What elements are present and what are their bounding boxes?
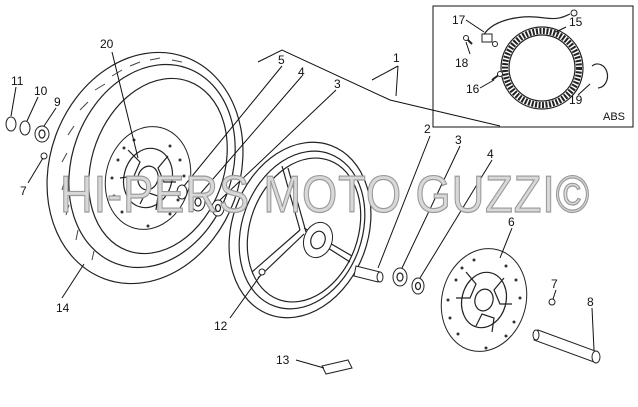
spacer-2 bbox=[353, 265, 384, 283]
nut-11 bbox=[5, 116, 17, 132]
callout-1: 1 bbox=[393, 51, 400, 65]
seal-right-4 bbox=[411, 277, 425, 295]
rim bbox=[228, 141, 372, 319]
callout-8: 8 bbox=[587, 295, 594, 309]
callout-3-left: 3 bbox=[334, 77, 341, 91]
leader-lines bbox=[10, 49, 595, 369]
callout-5: 5 bbox=[278, 53, 285, 67]
tag-13 bbox=[321, 359, 353, 375]
callout-4-right: 4 bbox=[487, 147, 494, 161]
callout-6: 6 bbox=[508, 215, 515, 229]
seal-left-4 bbox=[211, 199, 225, 217]
callout-14: 14 bbox=[56, 301, 70, 315]
callout-12: 12 bbox=[214, 319, 228, 333]
wheel-axle-8 bbox=[532, 329, 601, 364]
callout-4-left: 4 bbox=[298, 65, 305, 79]
valve-12 bbox=[258, 268, 266, 276]
screw-7-right bbox=[548, 298, 556, 306]
brake-disc-right bbox=[440, 248, 528, 352]
abs-sensor bbox=[481, 9, 578, 47]
spacer-9 bbox=[34, 125, 50, 143]
callout-11: 11 bbox=[11, 74, 24, 88]
abs-screw-bottom bbox=[491, 71, 503, 81]
callout-3-right: 3 bbox=[455, 133, 462, 147]
callout-2: 2 bbox=[424, 122, 431, 136]
callout-7-left: 7 bbox=[20, 184, 27, 198]
callout-17: 17 bbox=[452, 13, 466, 27]
abs-label: ABS bbox=[603, 111, 625, 123]
abs-screw-top bbox=[463, 35, 473, 45]
callout-15: 15 bbox=[569, 15, 583, 29]
brake-disc-left bbox=[104, 126, 192, 230]
abs-circlip bbox=[591, 63, 609, 89]
callout-20: 20 bbox=[100, 37, 114, 51]
watermark: HI-PERS MOTO GUZZI© bbox=[60, 166, 590, 224]
bearing-right-3 bbox=[392, 267, 408, 287]
callout-7-right: 7 bbox=[551, 277, 558, 291]
bearing-left-3 bbox=[190, 192, 206, 212]
screw-7-left bbox=[40, 152, 48, 160]
callout-13: 13 bbox=[276, 353, 290, 367]
callout-18: 18 bbox=[455, 56, 469, 70]
abs-tone-ring bbox=[500, 26, 584, 110]
callout-10: 10 bbox=[34, 84, 48, 98]
callout-19: 19 bbox=[569, 93, 583, 107]
callout-16: 16 bbox=[466, 82, 480, 96]
abs-inset: 17 15 18 16 19 ABS bbox=[432, 5, 634, 128]
bearing-5 bbox=[176, 184, 188, 200]
washer-10 bbox=[19, 120, 31, 136]
callout-9: 9 bbox=[54, 95, 61, 109]
